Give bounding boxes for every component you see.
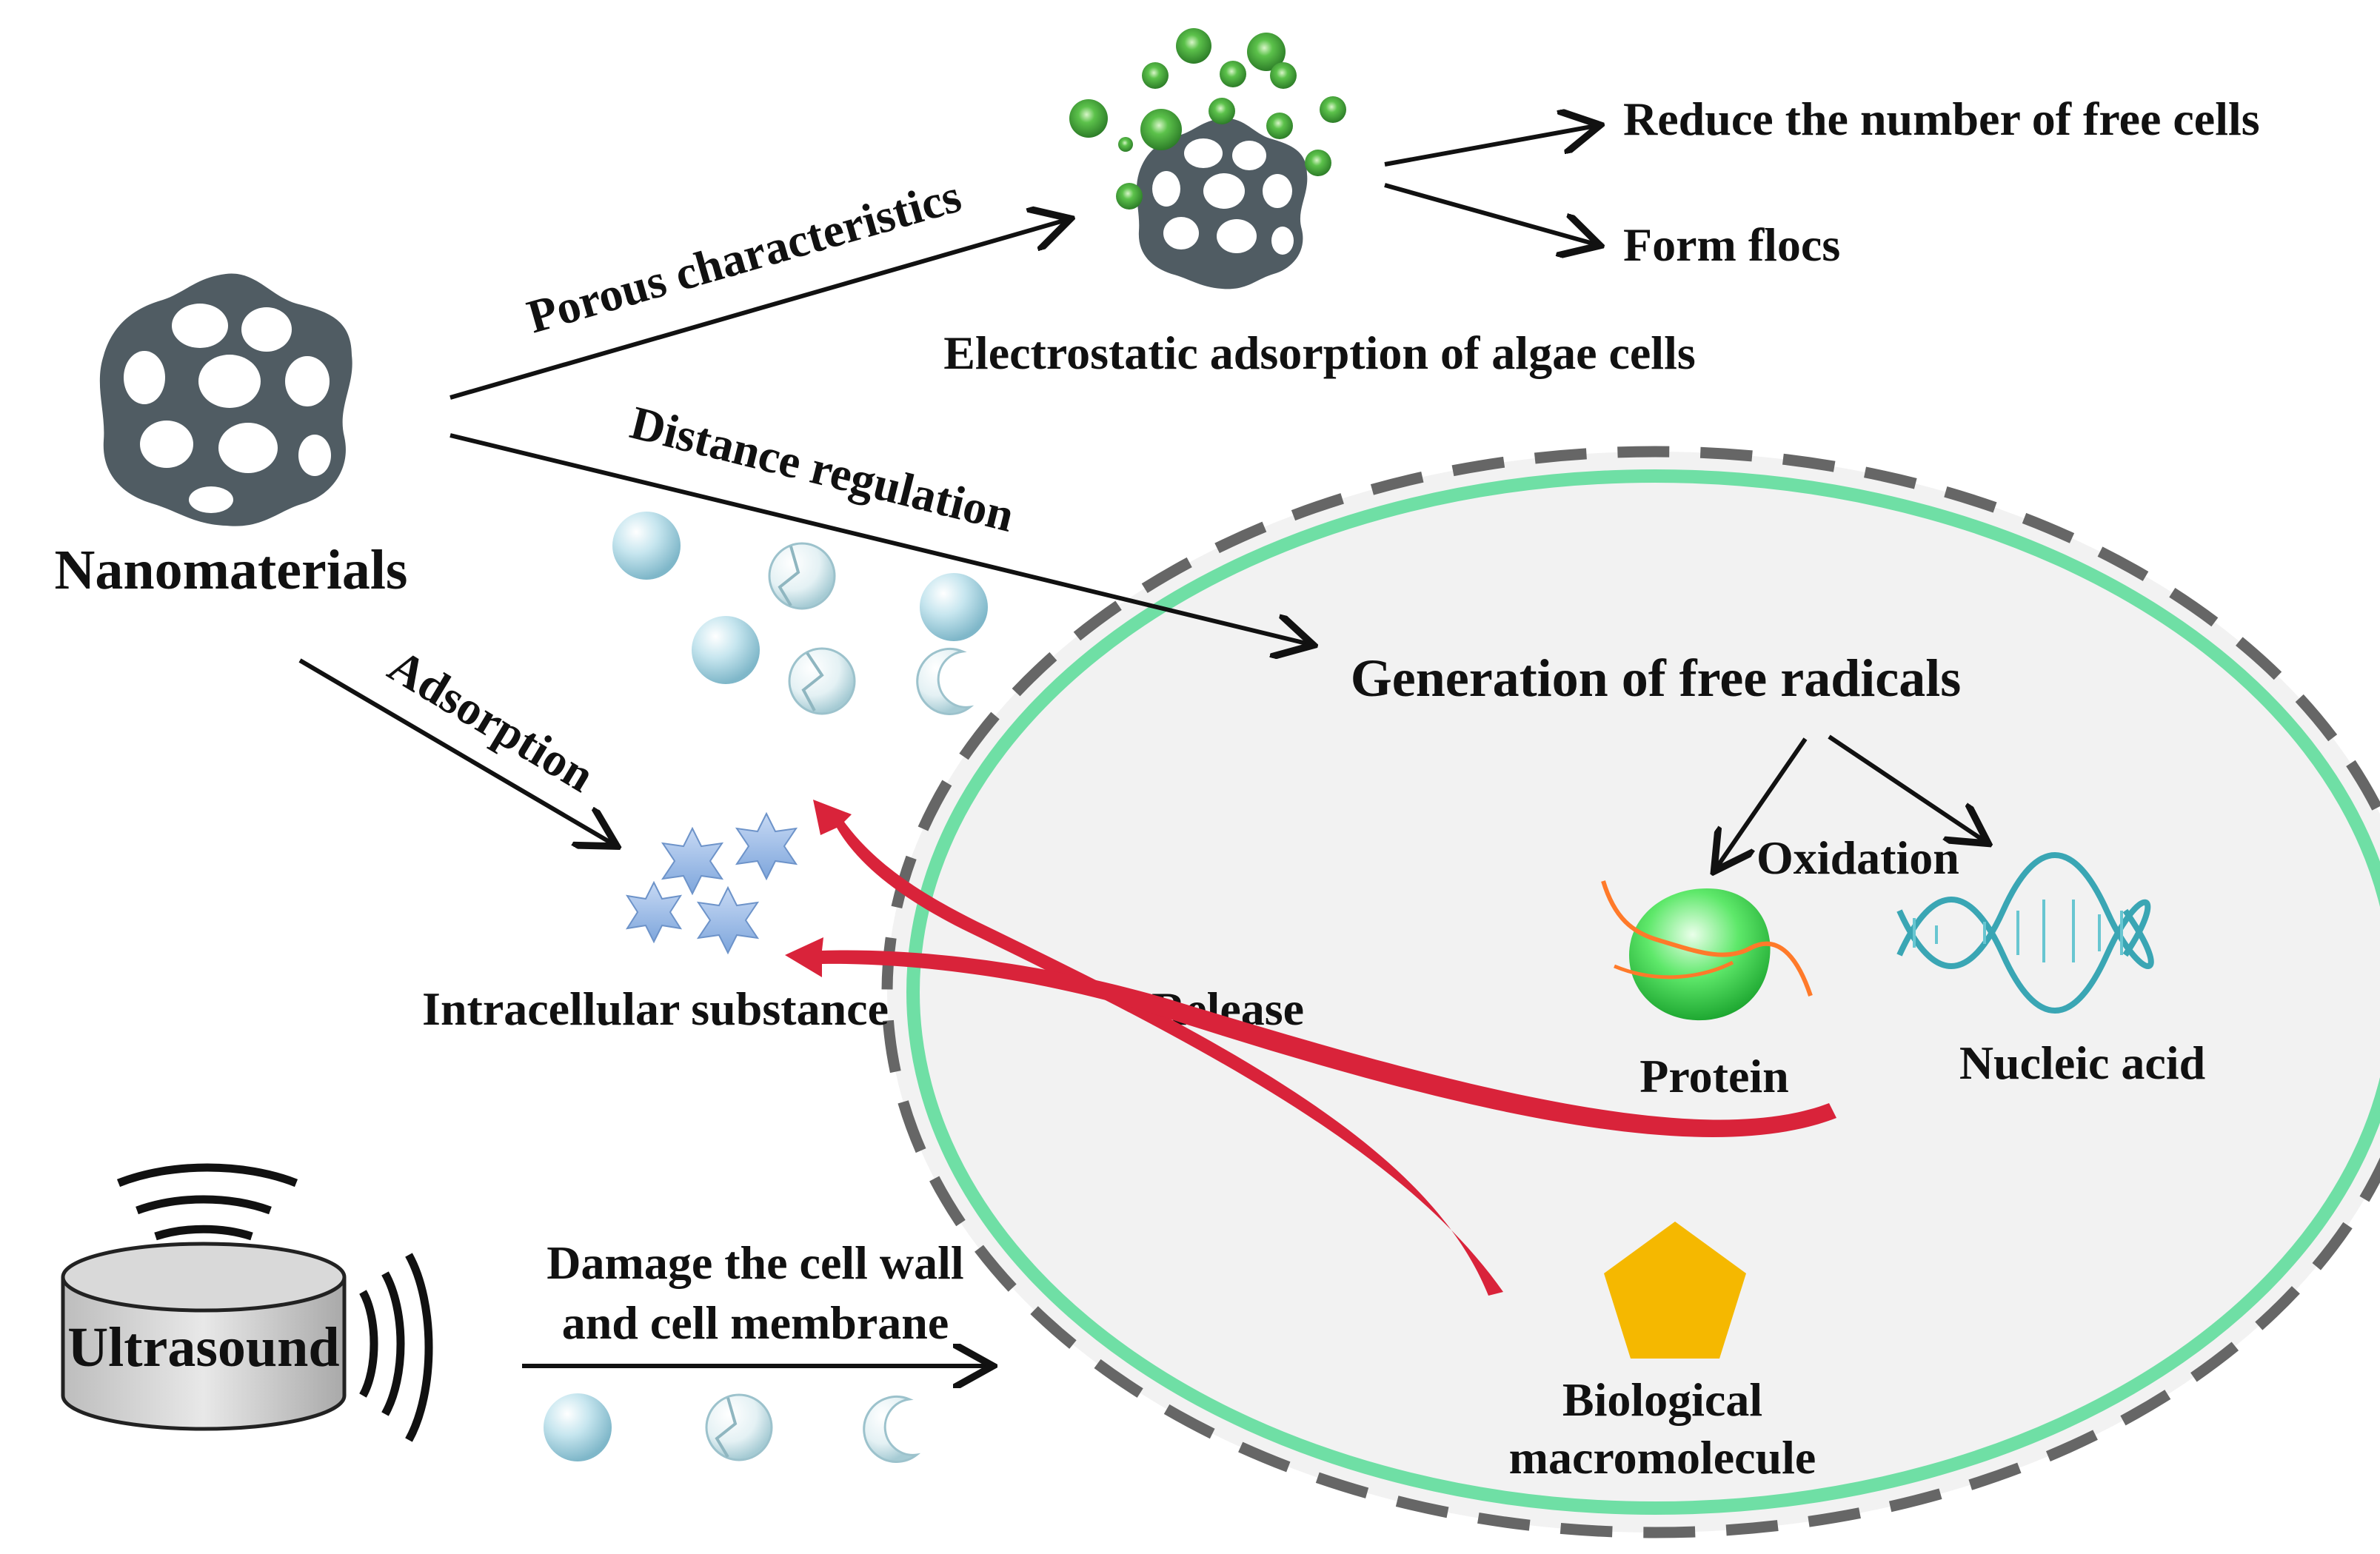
cell-membrane	[906, 469, 2380, 1515]
arrow-oxidation-right	[1828, 734, 1985, 841]
intracellular-label: Intracellular substance	[422, 982, 889, 1035]
pentagon-icon	[1604, 1222, 1746, 1359]
flocs-label: Form flocs	[1623, 218, 1840, 271]
ultrasound-cylinder	[61, 1277, 347, 1431]
biological-label-line1: Biological	[1562, 1373, 1762, 1426]
floc-cluster	[1069, 28, 1346, 289]
broken-bubble-icon	[705, 1393, 773, 1461]
bubble-icon	[612, 512, 681, 580]
broken-bubble-icon	[768, 542, 836, 610]
arrow-flocs	[1384, 183, 1596, 244]
ultrasound-label: Ultrasound	[67, 1316, 339, 1379]
cell-bubbles-middle	[612, 512, 988, 715]
damage-label-line1: Damage the cell wall	[546, 1236, 963, 1289]
ultrasound-device: Ultrasound	[61, 1163, 433, 1442]
nanomaterials-label: Nanomaterials	[54, 539, 407, 601]
arrow-porous	[449, 220, 1066, 400]
nanomaterial-icon	[99, 273, 352, 526]
oxidation-label: Oxidation	[1756, 831, 1959, 884]
biological-label-line2: macromolecule	[1509, 1431, 1816, 1484]
bubble-icon	[920, 573, 988, 641]
star-icon	[696, 885, 760, 955]
intracellular-substance-stars	[625, 811, 798, 955]
crescent-fragment-icon	[916, 647, 975, 715]
reduce-label: Reduce the number of free cells	[1623, 93, 2260, 145]
cell-bubbles-bottom	[544, 1393, 921, 1463]
porous-label: Porous characteristics	[521, 169, 966, 343]
algae-cells	[1069, 28, 1346, 210]
algae-cell	[881, 446, 2380, 1538]
nanomaterial-small-icon	[1136, 118, 1308, 289]
bubble-icon	[544, 1393, 612, 1461]
bubble-icon	[692, 616, 760, 684]
dna-icon	[1896, 852, 2154, 1014]
arrow-reduce	[1384, 126, 1596, 167]
star-icon	[735, 811, 798, 881]
arrow-distance	[449, 433, 1309, 644]
arrow-adsorption	[298, 658, 613, 844]
sound-wave-icon	[116, 1163, 433, 1442]
protein-label: Protein	[1639, 1050, 1788, 1102]
arrow-oxidation-left	[1717, 737, 1808, 868]
release-arrows	[785, 800, 1836, 1296]
broken-bubble-icon	[788, 647, 856, 715]
adsorption-label: Adsorption	[380, 639, 604, 802]
release-arrow-lower	[785, 937, 1836, 1137]
protein-icon	[1601, 880, 1813, 1021]
distance-label: Distance regulation	[626, 396, 1020, 542]
electrostatic-label: Electrostatic adsorption of algae cells	[943, 326, 1696, 379]
flow-arrows	[298, 126, 1985, 1366]
star-icon	[661, 826, 724, 896]
star-icon	[625, 880, 683, 944]
cell-wall	[881, 446, 2380, 1538]
crescent-fragment-icon	[863, 1395, 921, 1463]
nucleic-acid-label: Nucleic acid	[1959, 1036, 2205, 1089]
generation-label: Generation of free radicals	[1351, 649, 1961, 708]
damage-label-line2: and cell membrane	[562, 1296, 949, 1349]
